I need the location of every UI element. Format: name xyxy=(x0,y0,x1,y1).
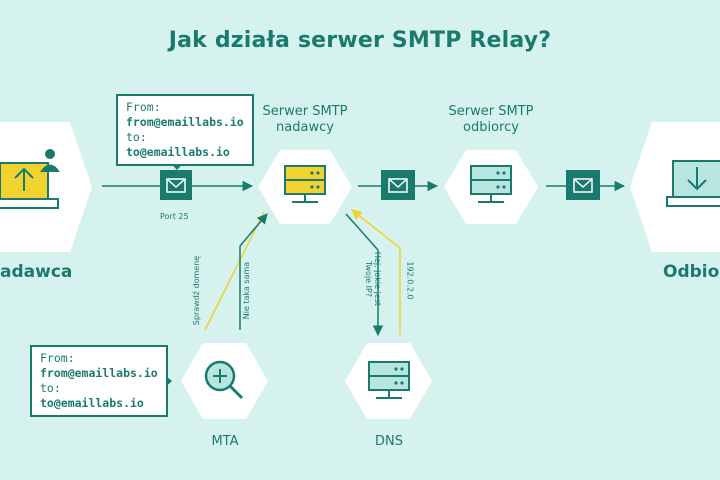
ask-ip-text: Hej, jakie jest Twoje IP? xyxy=(364,251,382,307)
to-label: to: xyxy=(40,381,61,395)
smtp-sender-label-line: nadawcy xyxy=(276,120,334,135)
server-icon xyxy=(284,165,326,203)
mta-message-note: From: from@emaillabs.io to: to@emaillabs… xyxy=(30,345,168,417)
user-icon xyxy=(40,149,60,172)
from-address: from@emaillabs.io xyxy=(126,115,244,129)
page-title: Jak działa serwer SMTP Relay? xyxy=(168,28,552,53)
port-label: Port 25 xyxy=(160,212,189,221)
smtp-receiver-label: Serwer SMTP odbiorcy xyxy=(436,104,546,136)
to-label: to: xyxy=(126,130,147,144)
from-label: From: xyxy=(126,100,161,114)
arrow-mta-to-smtp-diag xyxy=(239,213,268,247)
mta-label: MTA xyxy=(211,434,239,449)
smtp-receiver-label-line: Serwer SMTP xyxy=(448,104,534,119)
not-same-label: Nie taka sama xyxy=(242,261,252,320)
server-icon xyxy=(368,361,410,399)
ip-label: 192.0.2.0 xyxy=(405,261,415,300)
dns-label: DNS xyxy=(375,434,403,449)
to-address: to@emaillabs.io xyxy=(40,396,144,410)
sender-label: adawca xyxy=(0,262,73,282)
receiver-label: Odbio xyxy=(663,262,720,282)
envelope-icon xyxy=(160,170,192,200)
laptop-download-icon xyxy=(666,160,720,207)
envelope-icon xyxy=(566,170,600,200)
smtp-sender-label-line: Serwer SMTP xyxy=(262,104,348,119)
magnifier-icon xyxy=(204,360,244,400)
envelope-icon xyxy=(381,170,415,200)
smtp-sender-label: Serwer SMTP nadawcy xyxy=(250,104,360,136)
check-domain-label: Sprawdź domenę xyxy=(192,255,202,326)
to-address: to@emaillabs.io xyxy=(126,145,230,159)
arrow-dns-to-smtp-diag xyxy=(351,209,401,249)
laptop-upload-icon xyxy=(0,162,59,209)
arrow-smtp-to-dns xyxy=(345,213,379,251)
smtp-receiver-label-line: odbiorcy xyxy=(463,120,519,135)
message-note: From: from@emaillabs.io to: to@emaillabs… xyxy=(116,94,254,166)
server-icon xyxy=(470,165,512,203)
from-address: from@emaillabs.io xyxy=(40,366,158,380)
from-label: From: xyxy=(40,351,75,365)
arrow-smtp-to-mta xyxy=(204,211,265,331)
ask-ip-label: Hej, jakie jest Twoje IP? xyxy=(364,244,382,314)
